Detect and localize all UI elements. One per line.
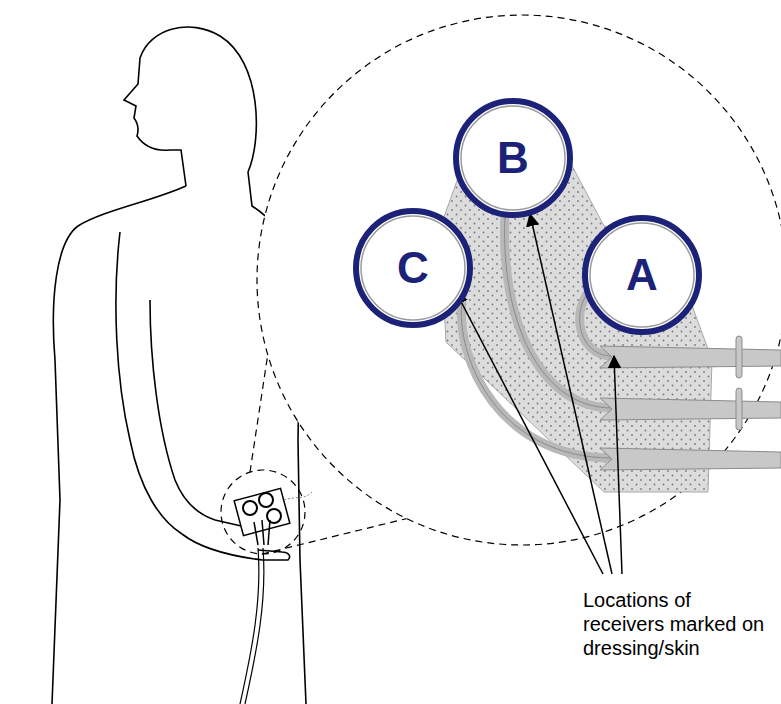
small-dashed-circle <box>221 470 305 554</box>
receiver-circle: C <box>353 208 473 328</box>
receiver-circle: A <box>582 215 702 335</box>
receiver-letter: C <box>397 246 429 290</box>
tubes <box>600 336 781 470</box>
receiver-circle: B <box>453 98 573 218</box>
receiver-letter: B <box>497 136 529 180</box>
cable <box>240 548 264 704</box>
person-outline <box>52 27 306 704</box>
magnified-view <box>257 15 781 545</box>
receiver-letter: A <box>626 253 658 297</box>
callout-note: Locations of receivers marked on dressin… <box>583 588 773 660</box>
device <box>234 488 312 545</box>
